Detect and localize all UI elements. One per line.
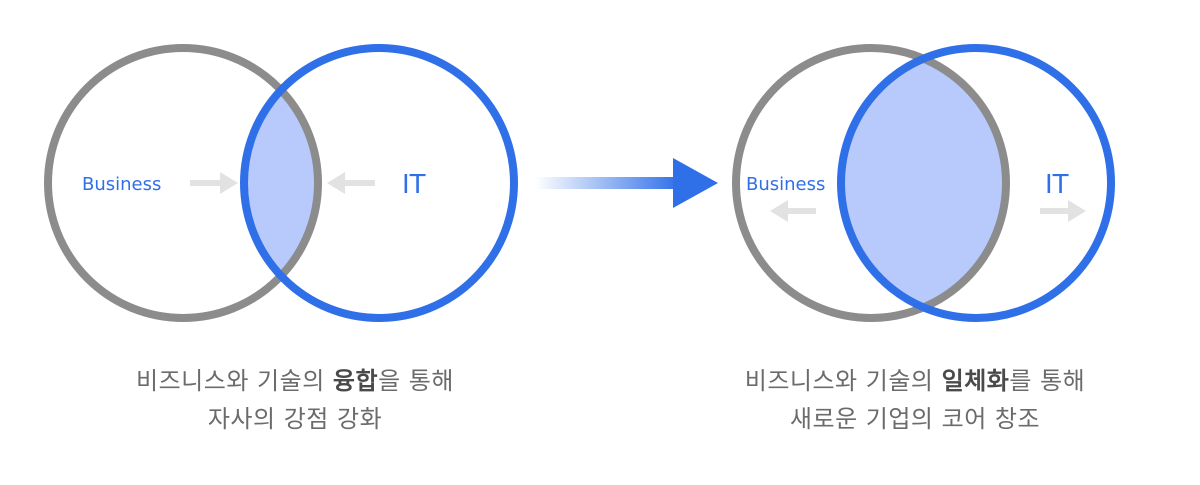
left-inward-arrow-right xyxy=(190,172,238,194)
right-caption: 비즈니스와 기술의 일체화를 통해 새로운 기업의 코어 창조 xyxy=(660,362,1170,438)
right-caption-line2: 새로운 기업의 코어 창조 xyxy=(789,405,1041,433)
left-caption-bold-term: 융합 xyxy=(332,367,379,395)
right-caption-line1: 비즈니스와 기술의 일체화를 통해 xyxy=(660,362,1170,400)
left-caption: 비즈니스와 기술의 융합을 통해 자사의 강점 강화 xyxy=(40,362,550,438)
right-caption-line1-suffix: 를 통해 xyxy=(1009,367,1086,395)
left-caption-line1: 비즈니스와 기술의 융합을 통해 xyxy=(40,362,550,400)
left-caption-line1-prefix: 비즈니스와 기술의 xyxy=(136,367,333,395)
left-venn-diagram: Business IT xyxy=(44,44,518,322)
right-outward-arrow-left xyxy=(770,200,816,222)
right-venn-diagram: Business IT xyxy=(732,44,1115,322)
right-business-circle xyxy=(732,44,1010,322)
left-inward-arrow-left xyxy=(327,172,375,194)
transition-arrow xyxy=(535,158,718,208)
right-outward-arrow-right xyxy=(1040,200,1086,222)
right-business-label: Business xyxy=(746,174,825,195)
right-caption-bold-term: 일체화 xyxy=(941,367,1010,395)
right-it-label: IT xyxy=(1045,170,1069,200)
right-caption-line1-prefix: 비즈니스와 기술의 xyxy=(744,367,942,395)
left-caption-line1-suffix: 을 통해 xyxy=(378,367,454,395)
left-business-label: Business xyxy=(82,174,161,195)
right-it-circle xyxy=(837,44,1115,322)
left-it-circle xyxy=(240,44,518,322)
right-overlap-area xyxy=(841,48,1006,318)
left-it-label: IT xyxy=(402,170,426,200)
left-caption-line2: 자사의 강점 강화 xyxy=(207,405,383,433)
left-business-circle xyxy=(44,44,322,322)
